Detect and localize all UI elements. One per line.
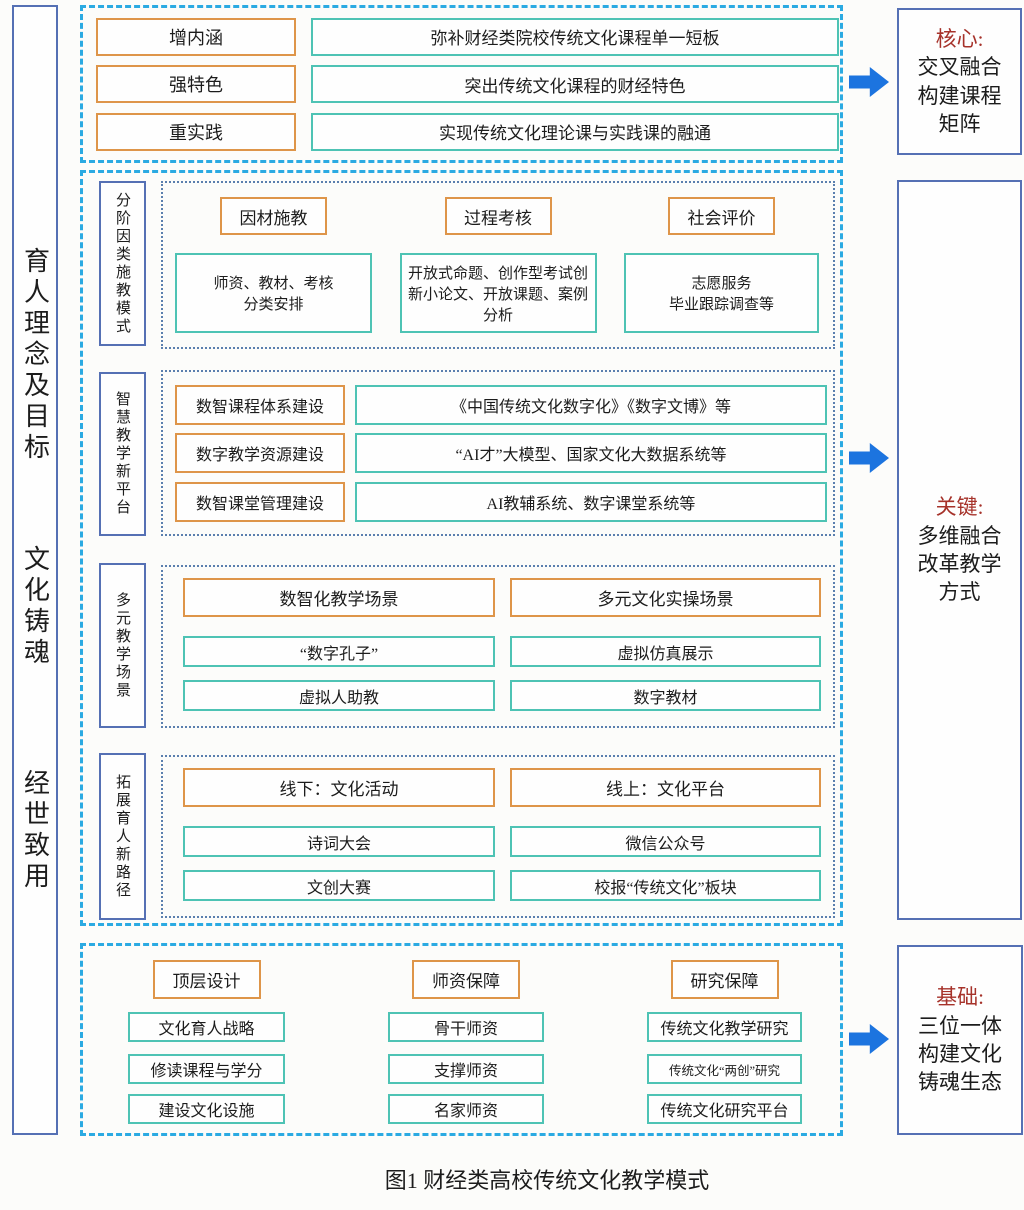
outcome-base-box: 基础: 三位一体 构建文化 铸魂生态 xyxy=(897,945,1023,1135)
section-curriculum: 增内涵 弥补财经类院校传统文化课程单一短板 强特色 突出传统文化课程的财经特色 … xyxy=(80,5,843,163)
outcome-core-box: 核心: 交叉融合 构建课程 矩阵 xyxy=(897,8,1022,155)
foundation-item: 文化育人战略 xyxy=(128,1012,285,1042)
foundation-column: 顶层设计 文化育人战略 修读课程与学分 建设文化设施 xyxy=(128,960,285,1133)
tiered-column-header: 社会评价 xyxy=(668,197,775,235)
pathway-item: 校报“传统文化”板块 xyxy=(510,870,821,901)
subsection-smart-platform: 数智课程体系建设 《中国传统文化数字化》《数字文博》等 数字教学资源建设 “AI… xyxy=(161,370,835,536)
pathway-column-header: 线上：文化平台 xyxy=(510,768,821,807)
foundation-item: 名家师资 xyxy=(388,1094,544,1124)
platform-row-header: 数字教学资源建设 xyxy=(175,433,345,473)
outcome-key-box: 关键: 多维融合 改革教学 方式 xyxy=(897,180,1022,920)
tiered-column-content: 师资、教材、考核 分类安排 xyxy=(175,253,372,333)
pathway-column: 线上：文化平台 微信公众号 校报“传统文化”板块 xyxy=(510,768,821,904)
pathway-item: 诗词大会 xyxy=(183,826,495,857)
outcome-base-text: 三位一体 构建文化 铸魂生态 xyxy=(918,1013,1002,1095)
foundation-item: 传统文化“两创”研究 xyxy=(647,1054,802,1084)
foundation-item: 修读课程与学分 xyxy=(128,1054,285,1084)
foundation-column-header: 研究保障 xyxy=(670,960,779,999)
curriculum-row: 强特色 突出传统文化课程的财经特色 xyxy=(83,65,840,103)
tiered-column: 因材施教 师资、教材、考核 分类安排 xyxy=(175,197,372,335)
platform-row-header: 数智课程体系建设 xyxy=(175,384,345,425)
curriculum-row-desc: 突出传统文化课程的财经特色 xyxy=(311,65,839,103)
scenario-column: 多元文化实操场景 虚拟仿真展示 数字教材 xyxy=(510,578,821,714)
foundation-column-header: 顶层设计 xyxy=(152,960,261,999)
pathway-column: 线下：文化活动 诗词大会 文创大赛 xyxy=(183,768,495,904)
section-foundation: 顶层设计 文化育人战略 修读课程与学分 建设文化设施 师资保障 骨干师资 支撑师… xyxy=(80,943,843,1136)
foundation-column: 研究保障 传统文化教学研究 传统文化“两创”研究 传统文化研究平台 xyxy=(647,960,802,1133)
curriculum-row: 增内涵 弥补财经类院校传统文化课程单一短板 xyxy=(83,17,840,56)
subsection-label-new-pathways: 拓展育人新路径 xyxy=(99,753,146,920)
scenario-item: 虚拟仿真展示 xyxy=(510,636,821,667)
pathway-item: 微信公众号 xyxy=(510,826,821,857)
curriculum-row-desc: 实现传统文化理论课与实践课的融通 xyxy=(311,112,839,151)
curriculum-row-label: 强特色 xyxy=(96,65,296,103)
right-arrow-icon xyxy=(849,67,889,97)
subsection-tiered-teaching: 因材施教 师资、教材、考核 分类安排 过程考核 开放式命题、创作型考试创新小论文… xyxy=(161,181,835,349)
foundation-column-header: 师资保障 xyxy=(412,960,520,999)
foundation-item: 传统文化教学研究 xyxy=(647,1012,802,1042)
outcome-key-tag: 关键: xyxy=(935,495,984,520)
foundation-item: 传统文化研究平台 xyxy=(647,1094,802,1124)
banner-label-goals: 育人理念及目标 xyxy=(20,247,50,464)
platform-row: 数字教学资源建设 “AI才”大模型、国家文化大数据系统等 xyxy=(163,433,833,473)
tiered-column-content: 开放式命题、创作型考试创新小论文、开放课题、案例分析 xyxy=(399,253,597,333)
platform-row: 数智课程体系建设 《中国传统文化数字化》《数字文博》等 xyxy=(163,384,833,425)
curriculum-row-label: 重实践 xyxy=(96,112,296,151)
subsection-multi-scenarios: 数智化教学场景 “数字孔子” 虚拟人助教 多元文化实操场景 虚拟仿真展示 数字教… xyxy=(161,565,835,728)
subsection-label-tiered-teaching: 分阶因类施教模式 xyxy=(99,181,146,346)
platform-row-content: 《中国传统文化数字化》《数字文博》等 xyxy=(355,384,827,425)
figure-caption: 图1 财经类高校传统文化教学模式 xyxy=(384,1168,710,1193)
subsection-label-multi-scenarios: 多元教学场景 xyxy=(99,563,146,728)
section-teaching-methods: 分阶因类施教模式 因材施教 师资、教材、考核 分类安排 过程考核 开放式命题、创… xyxy=(80,170,843,926)
platform-row: 数智课堂管理建设 AI教辅系统、数字课堂系统等 xyxy=(163,481,833,522)
right-arrow-icon xyxy=(849,443,889,473)
scenario-column-header: 数智化教学场景 xyxy=(183,578,495,617)
outcome-base-tag: 基础: xyxy=(936,985,984,1010)
foundation-item: 建设文化设施 xyxy=(128,1094,285,1124)
banner-label-practice: 经世致用 xyxy=(20,769,50,893)
tiered-column-header: 过程考核 xyxy=(444,197,552,235)
pathway-item: 文创大赛 xyxy=(183,870,495,901)
right-arrow-icon xyxy=(849,1024,889,1054)
banner-label-culture: 文化铸魂 xyxy=(20,545,50,669)
foundation-item: 支撑师资 xyxy=(388,1054,544,1084)
tiered-column: 社会评价 志愿服务 毕业跟踪调查等 xyxy=(624,197,819,335)
foundation-item: 骨干师资 xyxy=(388,1012,544,1042)
curriculum-row-label: 增内涵 xyxy=(96,17,296,56)
pathway-column-header: 线下：文化活动 xyxy=(183,768,495,807)
tiered-column: 过程考核 开放式命题、创作型考试创新小论文、开放课题、案例分析 xyxy=(399,197,597,335)
tiered-column-content: 志愿服务 毕业跟踪调查等 xyxy=(624,253,819,333)
platform-row-content: AI教辅系统、数字课堂系统等 xyxy=(355,481,827,522)
scenario-item: 数字教材 xyxy=(510,680,821,711)
scenario-item: 虚拟人助教 xyxy=(183,680,495,711)
outcome-core-text: 交叉融合 构建课程 矩阵 xyxy=(917,55,1002,136)
subsection-new-pathways: 线下：文化活动 诗词大会 文创大赛 线上：文化平台 微信公众号 校报“传统文化”… xyxy=(161,755,835,918)
curriculum-row-desc: 弥补财经类院校传统文化课程单一短板 xyxy=(311,17,839,56)
platform-row-header: 数智课堂管理建设 xyxy=(175,481,345,522)
left-philosophy-banner: 育人理念及目标 文化铸魂 经世致用 xyxy=(12,5,58,1135)
subsection-label-smart-platform: 智慧教学新平台 xyxy=(99,372,146,536)
platform-row-content: “AI才”大模型、国家文化大数据系统等 xyxy=(355,433,827,473)
foundation-column: 师资保障 骨干师资 支撑师资 名家师资 xyxy=(388,960,544,1133)
scenario-item: “数字孔子” xyxy=(183,636,495,667)
tiered-column-header: 因材施教 xyxy=(220,197,327,235)
curriculum-row: 重实践 实现传统文化理论课与实践课的融通 xyxy=(83,112,840,151)
scenario-column-header: 多元文化实操场景 xyxy=(510,578,821,617)
outcome-key-text: 多维融合 改革教学 方式 xyxy=(917,523,1002,605)
scenario-column: 数智化教学场景 “数字孔子” 虚拟人助教 xyxy=(183,578,495,714)
outcome-core-tag: 核心: xyxy=(935,26,984,51)
